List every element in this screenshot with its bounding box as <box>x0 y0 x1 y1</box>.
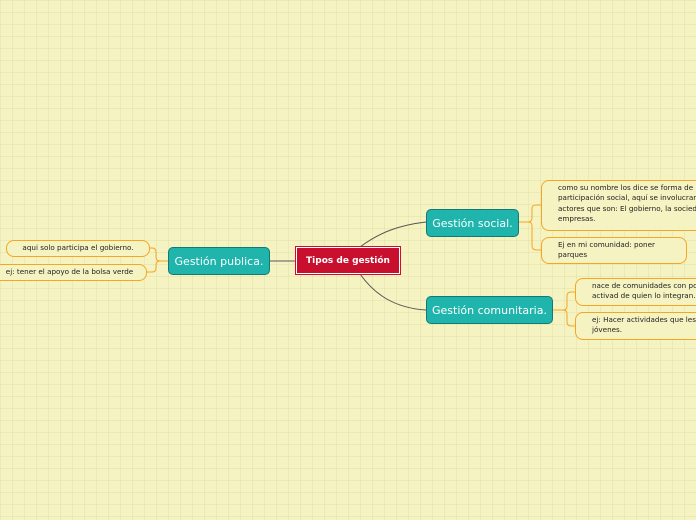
subtopic-comunitaria-definition[interactable]: nace de comunidades con poca activad de … <box>575 278 696 306</box>
subtopic-line: parques <box>558 250 588 260</box>
subtopic-line: como su nombre los dice se forma de <box>558 183 694 192</box>
connector-publica-2 <box>147 260 168 273</box>
subtopic-line: ej: tener el apoyo de la bolsa verde <box>5 267 134 277</box>
subtopic-line: participación social, aquí se involucran <box>558 193 696 203</box>
topic-gestion-comunitaria-label: Gestión comunitaria. <box>432 303 547 317</box>
topic-gestion-comunitaria[interactable]: Gestión comunitaria. <box>426 296 553 324</box>
topic-gestion-publica-label: Gestión publica. <box>174 254 264 268</box>
subtopic-social-definition[interactable]: como su nombre los dice se forma de part… <box>541 180 696 231</box>
subtopic-publica-example[interactable]: ej: tener el apoyo de la bolsa verde <box>0 264 147 281</box>
connector-social-2 <box>519 221 541 251</box>
connector-social-1 <box>519 204 541 223</box>
central-topic[interactable]: Tipos de gestión <box>296 247 400 274</box>
subtopic-line: Ej en mi comunidad: poner <box>558 240 655 249</box>
subtopic-line: nace de comunidades con poca <box>592 281 696 290</box>
subtopic-publica-definition[interactable]: aqui solo participa el gobierno. <box>6 240 150 257</box>
subtopic-line: actores que son: El gobierno, la socieda… <box>558 203 696 213</box>
topic-gestion-social[interactable]: Gestión social. <box>426 209 519 237</box>
subtopic-social-example[interactable]: Ej en mi comunidad: poner parques <box>541 237 687 264</box>
subtopic-line: ej: Hacer actividades que les gusten a l… <box>592 315 696 324</box>
subtopic-line: aqui solo participa el gobierno. <box>22 243 134 253</box>
topic-gestion-social-label: Gestión social. <box>432 216 513 230</box>
connector-central-comunitaria <box>359 273 427 311</box>
subtopic-line: empresas. <box>558 214 596 224</box>
subtopic-comunitaria-example[interactable]: ej: Hacer actividades que les gusten a l… <box>575 312 696 340</box>
connector-comunitaria-1 <box>553 291 575 311</box>
connector-central-social <box>359 221 427 248</box>
subtopic-line: activad de quien lo integran. <box>592 291 696 301</box>
connector-comunitaria-2 <box>553 309 575 327</box>
subtopic-line: jóvenes. <box>592 325 623 335</box>
topic-gestion-publica[interactable]: Gestión publica. <box>168 247 270 275</box>
central-topic-label: Tipos de gestión <box>306 255 390 266</box>
connector-publica-1 <box>150 247 168 262</box>
